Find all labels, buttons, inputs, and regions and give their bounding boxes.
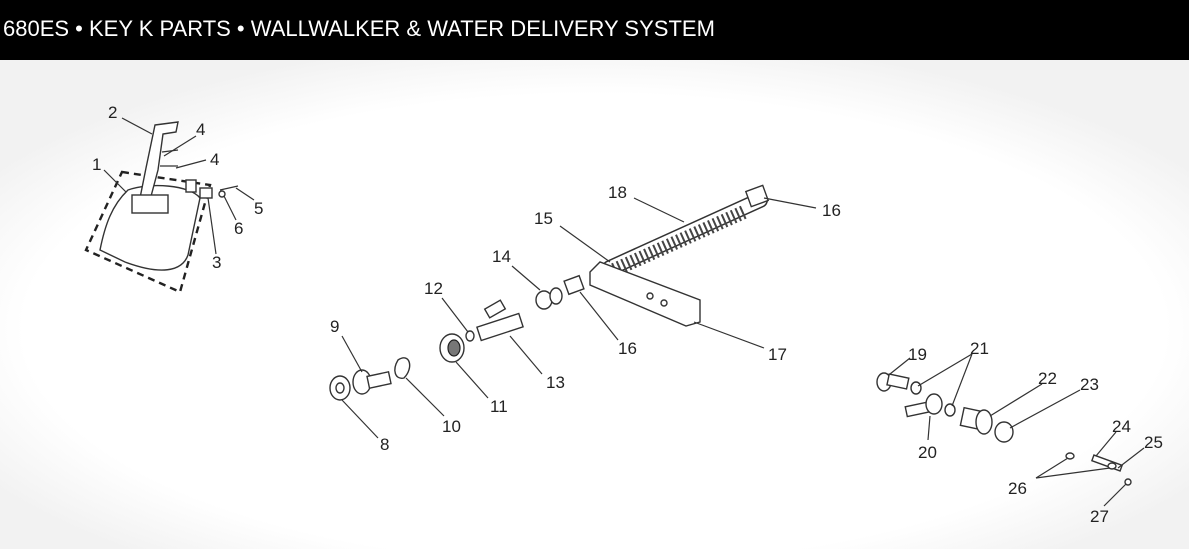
- callout-17: 17: [768, 345, 787, 364]
- callout-2: 2: [108, 103, 117, 122]
- spring-hose: [602, 192, 768, 277]
- callout-11: 11: [490, 397, 508, 416]
- clip-part: [185, 179, 197, 193]
- callout-1: 1: [92, 155, 101, 174]
- washer-21a: [910, 381, 922, 395]
- callout-16-top: 16: [822, 201, 841, 220]
- bolt-19: [876, 372, 910, 392]
- callout-27: 27: [1090, 507, 1109, 526]
- callout-23: 23: [1080, 375, 1099, 394]
- small-oring: [465, 330, 475, 342]
- diagram-background: [0, 60, 1189, 549]
- callout-6: 6: [234, 219, 243, 238]
- mount-plate: [131, 194, 169, 214]
- callout-24: 24: [1112, 417, 1131, 436]
- callout-18: 18: [608, 183, 627, 202]
- leader-lines: [103, 117, 1145, 507]
- nozzle-body-22: [959, 406, 993, 435]
- nozzle-fitting: [535, 287, 563, 310]
- shoulder-bolt: [352, 369, 392, 395]
- nozzle-assembly: [876, 372, 1132, 486]
- wallwalker-assembly: [84, 121, 239, 294]
- water-delivery-arm: [329, 184, 770, 401]
- callout-labels: 1 2 3 4 4 5 6 8 9 10 11 12 13 14 15 16 1…: [92, 103, 1163, 526]
- clip-part-small: [199, 187, 213, 199]
- fitting-20: [904, 393, 943, 418]
- callout-12: 12: [424, 279, 443, 298]
- callout-4a: 4: [196, 120, 205, 139]
- tip-27: [1124, 478, 1132, 486]
- callout-13: 13: [546, 373, 565, 392]
- page-title: 680ES • KEY K PARTS • WALLWALKER & WATER…: [3, 16, 715, 41]
- screw-head: [218, 190, 226, 198]
- exploded-parts-diagram: 1 2 3 4 4 5 6 8 9 10 11 12 13 14 15 16 1…: [0, 60, 1189, 549]
- header-bar: 680ES • KEY K PARTS • WALLWALKER & WATER…: [0, 0, 1189, 60]
- callout-26: 26: [1008, 479, 1027, 498]
- end-fitting-lower: [563, 274, 585, 296]
- callout-14: 14: [492, 247, 511, 266]
- oring-26: [1065, 452, 1075, 460]
- callout-22: 22: [1038, 369, 1057, 388]
- callout-16-lower: 16: [618, 339, 637, 358]
- wallwalker-bracket: [139, 121, 179, 201]
- valve: [476, 299, 524, 342]
- retaining-clip: [394, 357, 411, 379]
- callout-21: 21: [970, 339, 989, 358]
- end-fitting-top: [744, 184, 770, 208]
- callout-20: 20: [918, 443, 937, 462]
- oring-23: [994, 421, 1014, 443]
- callout-19: 19: [908, 345, 927, 364]
- oring-26b: [1107, 462, 1117, 470]
- washer: [329, 375, 351, 401]
- arm-bar: [589, 261, 701, 327]
- callout-3: 3: [212, 253, 221, 272]
- coupling-nut: [439, 333, 465, 363]
- callout-10: 10: [442, 417, 461, 436]
- callout-25: 25: [1144, 433, 1163, 452]
- callout-4b: 4: [210, 150, 219, 169]
- washer-21b: [944, 403, 956, 417]
- callout-9: 9: [330, 317, 339, 336]
- callout-5: 5: [254, 199, 263, 218]
- callout-15: 15: [534, 209, 553, 228]
- wallwalker-shoe: [99, 184, 201, 271]
- callout-8: 8: [380, 435, 389, 454]
